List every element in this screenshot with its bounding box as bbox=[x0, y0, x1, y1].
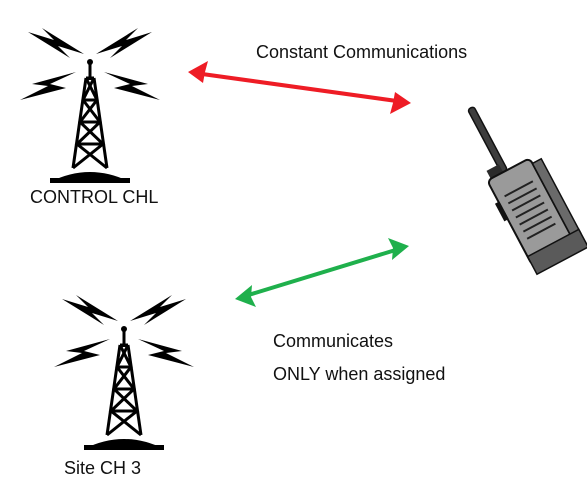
assigned-communications-arrow bbox=[235, 238, 409, 307]
control-chl-label: CONTROL CHL bbox=[30, 187, 159, 207]
site-ch3-label: Site CH 3 bbox=[64, 458, 142, 478]
only-when-assigned-label: ONLY when assigned bbox=[273, 364, 446, 384]
handheld-radio-icon bbox=[467, 106, 587, 276]
constant-communications-label: Constant Communications bbox=[256, 42, 468, 62]
constant-communications-arrow bbox=[188, 61, 411, 114]
control-tower-icon bbox=[18, 26, 162, 185]
communicates-label: Communicates bbox=[273, 331, 394, 351]
site-tower-icon bbox=[52, 293, 196, 452]
